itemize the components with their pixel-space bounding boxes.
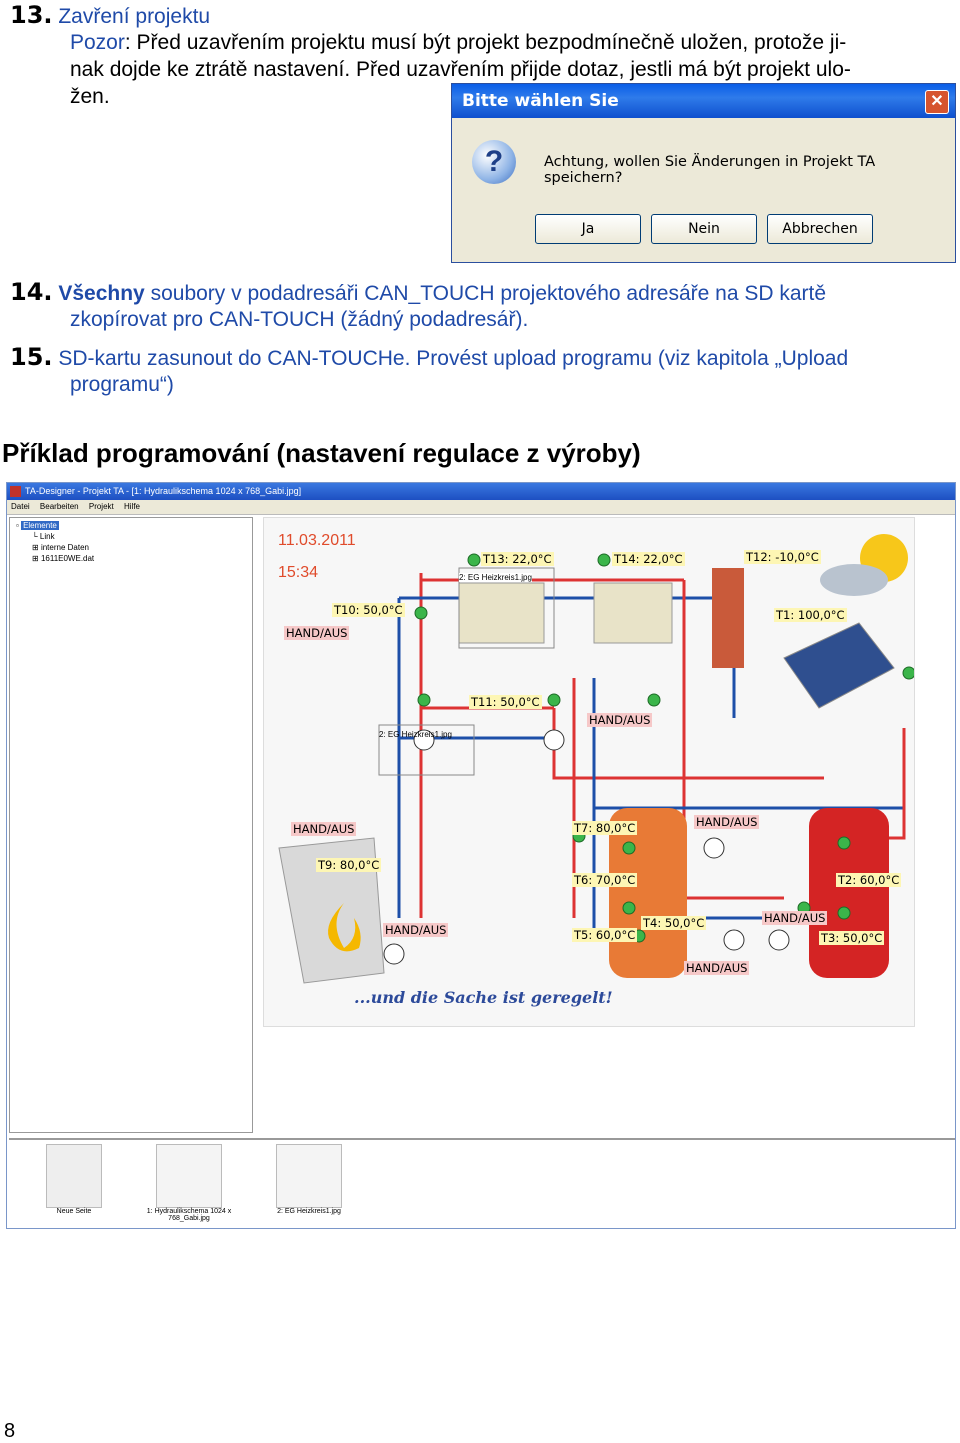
hand-aus-badge[interactable]: HAND/AUS <box>684 961 750 975</box>
page-thumbnails: Neue Seite 1: Hydraulikschema 1024 x 768… <box>9 1138 955 1228</box>
sensor-dots <box>414 553 914 943</box>
flame-icon <box>328 903 361 952</box>
step-14-line2: zkopírovat pro CAN-TOUCH (žádný podadres… <box>70 308 529 331</box>
sensor-t11[interactable]: T11: 50,0°C <box>469 695 542 709</box>
step-number: 15. <box>10 343 53 371</box>
step-bold: Všechny <box>58 282 145 305</box>
step-14: 14. Všechny soubory v podadresáři CAN_TO… <box>10 278 827 306</box>
thumb-new-page[interactable]: Neue Seite <box>39 1144 109 1215</box>
design-canvas[interactable]: 11.03.2011 15:34 T13: 22,0°C T14: 22,0°C… <box>260 517 954 1131</box>
link-box <box>458 567 555 649</box>
window-title: TA-Designer - Projekt TA - [1: Hydraulik… <box>7 483 955 500</box>
save-confirm-dialog: Bitte wählen Sie ✕ ? Achtung, wollen Sie… <box>451 83 956 263</box>
hand-aus-badge[interactable]: HAND/AUS <box>284 626 350 640</box>
step-13: 13. Zavření projektu <box>10 2 210 30</box>
sensor-t3[interactable]: T3: 50,0°C <box>819 931 885 945</box>
sensor-t13[interactable]: T13: 22,0°C <box>481 552 554 566</box>
step-15-line2: programu“) <box>70 373 174 396</box>
dialog-message: Achtung, wollen Sie Änderungen in Projek… <box>544 154 876 186</box>
scheme-time: 15:34 <box>278 564 319 581</box>
step-15: 15. SD-kartu zasunout do CAN-TOUCHe. Pro… <box>10 343 849 371</box>
link-label[interactable]: 2: EG Heizkreis1.jpg <box>379 730 452 739</box>
no-button[interactable]: Nein <box>651 214 757 244</box>
app-icon <box>10 486 21 497</box>
sensor-t14[interactable]: T14: 22,0°C <box>612 552 685 566</box>
page-number: 8 <box>4 1420 16 1442</box>
link-label[interactable]: 2: EG Heizkreis1.jpg <box>459 573 532 582</box>
tree-item-dat[interactable]: ⊞ 1611E0WE.dat <box>32 554 95 563</box>
hand-aus-badge[interactable]: HAND/AUS <box>762 911 828 925</box>
ta-designer-window: TA-Designer - Projekt TA - [1: Hydraulik… <box>6 482 956 1229</box>
hand-aus-badge[interactable]: HAND/AUS <box>383 923 449 937</box>
scheme-date: 11.03.2011 <box>278 532 356 549</box>
cloud-icon <box>820 564 888 596</box>
page-icon <box>46 1144 102 1208</box>
page-preview <box>276 1144 342 1208</box>
pipe-blue <box>592 738 904 810</box>
step-13-line2: nak dojde ke ztrátě nastavení. Před uzav… <box>70 58 851 81</box>
sensor-t4[interactable]: T4: 50,0°C <box>641 916 707 930</box>
pozor-label: Pozor <box>70 31 125 54</box>
sensor-t5[interactable]: T5: 60,0°C <box>572 928 638 942</box>
step-number: 13. <box>10 1 53 29</box>
hydraulic-scheme: 11.03.2011 15:34 T13: 22,0°C T14: 22,0°C… <box>263 517 915 1027</box>
step-13-line3: žen. <box>70 85 110 108</box>
thumb-page-2[interactable]: 2: EG Heizkreis1.jpg <box>269 1144 349 1215</box>
question-icon: ? <box>472 140 516 184</box>
dialog-title: Bitte wählen Sie <box>452 84 955 118</box>
hand-aus-badge[interactable]: HAND/AUS <box>587 713 653 727</box>
slogan: ...und die Sache ist geregelt! <box>354 988 613 1007</box>
step-number: 14. <box>10 278 53 306</box>
radiator <box>458 582 673 644</box>
menu-bearbeiten[interactable]: Bearbeiten <box>39 502 79 511</box>
example-heading: Příklad programování (nastavení regulace… <box>2 438 641 468</box>
pump-icon <box>383 729 790 965</box>
yes-button[interactable]: Ja <box>535 214 641 244</box>
tree-item-interne-daten[interactable]: ⊞ interne Daten <box>32 543 89 552</box>
pipe-red <box>682 580 686 838</box>
scheme-graphics <box>278 534 914 984</box>
element-tree: ▫ Elemente └ Link ⊞ interne Daten ⊞ 1611… <box>9 517 253 1133</box>
wall <box>712 568 744 668</box>
sensor-t10[interactable]: T10: 50,0°C <box>332 603 405 617</box>
step-13-line1: Pozor: Před uzavřením projektu musí být … <box>70 31 847 54</box>
menu-hilfe[interactable]: Hilfe <box>124 502 141 511</box>
tree-item-link[interactable]: └ Link <box>32 532 55 541</box>
step-title: Zavření projektu <box>58 5 211 28</box>
tree-item-elemente[interactable]: ▫ Elemente <box>16 521 59 530</box>
sensor-t6[interactable]: T6: 70,0°C <box>572 873 638 887</box>
sensor-t12[interactable]: T12: -10,0°C <box>744 550 821 564</box>
cancel-button[interactable]: Abbrechen <box>767 214 873 244</box>
menu-bar: Datei Bearbeiten Projekt Hilfe <box>7 500 955 515</box>
thumb-page-1[interactable]: 1: Hydraulikschema 1024 x 768_Gabi.jpg <box>139 1144 239 1222</box>
link-box <box>378 724 475 776</box>
page-preview <box>156 1144 222 1208</box>
sensor-t1[interactable]: T1: 100,0°C <box>774 608 847 622</box>
sensor-t2[interactable]: T2: 60,0°C <box>836 873 902 887</box>
solar-collector <box>783 622 895 709</box>
sensor-t9[interactable]: T9: 80,0°C <box>316 858 382 872</box>
menu-datei[interactable]: Datei <box>11 502 30 511</box>
hand-aus-badge[interactable]: HAND/AUS <box>291 822 357 836</box>
hand-aus-badge[interactable]: HAND/AUS <box>694 815 760 829</box>
close-icon[interactable]: ✕ <box>925 90 949 114</box>
sensor-t7[interactable]: T7: 80,0°C <box>572 821 638 835</box>
hot-water-tank <box>809 808 889 978</box>
menu-projekt[interactable]: Projekt <box>88 502 114 511</box>
